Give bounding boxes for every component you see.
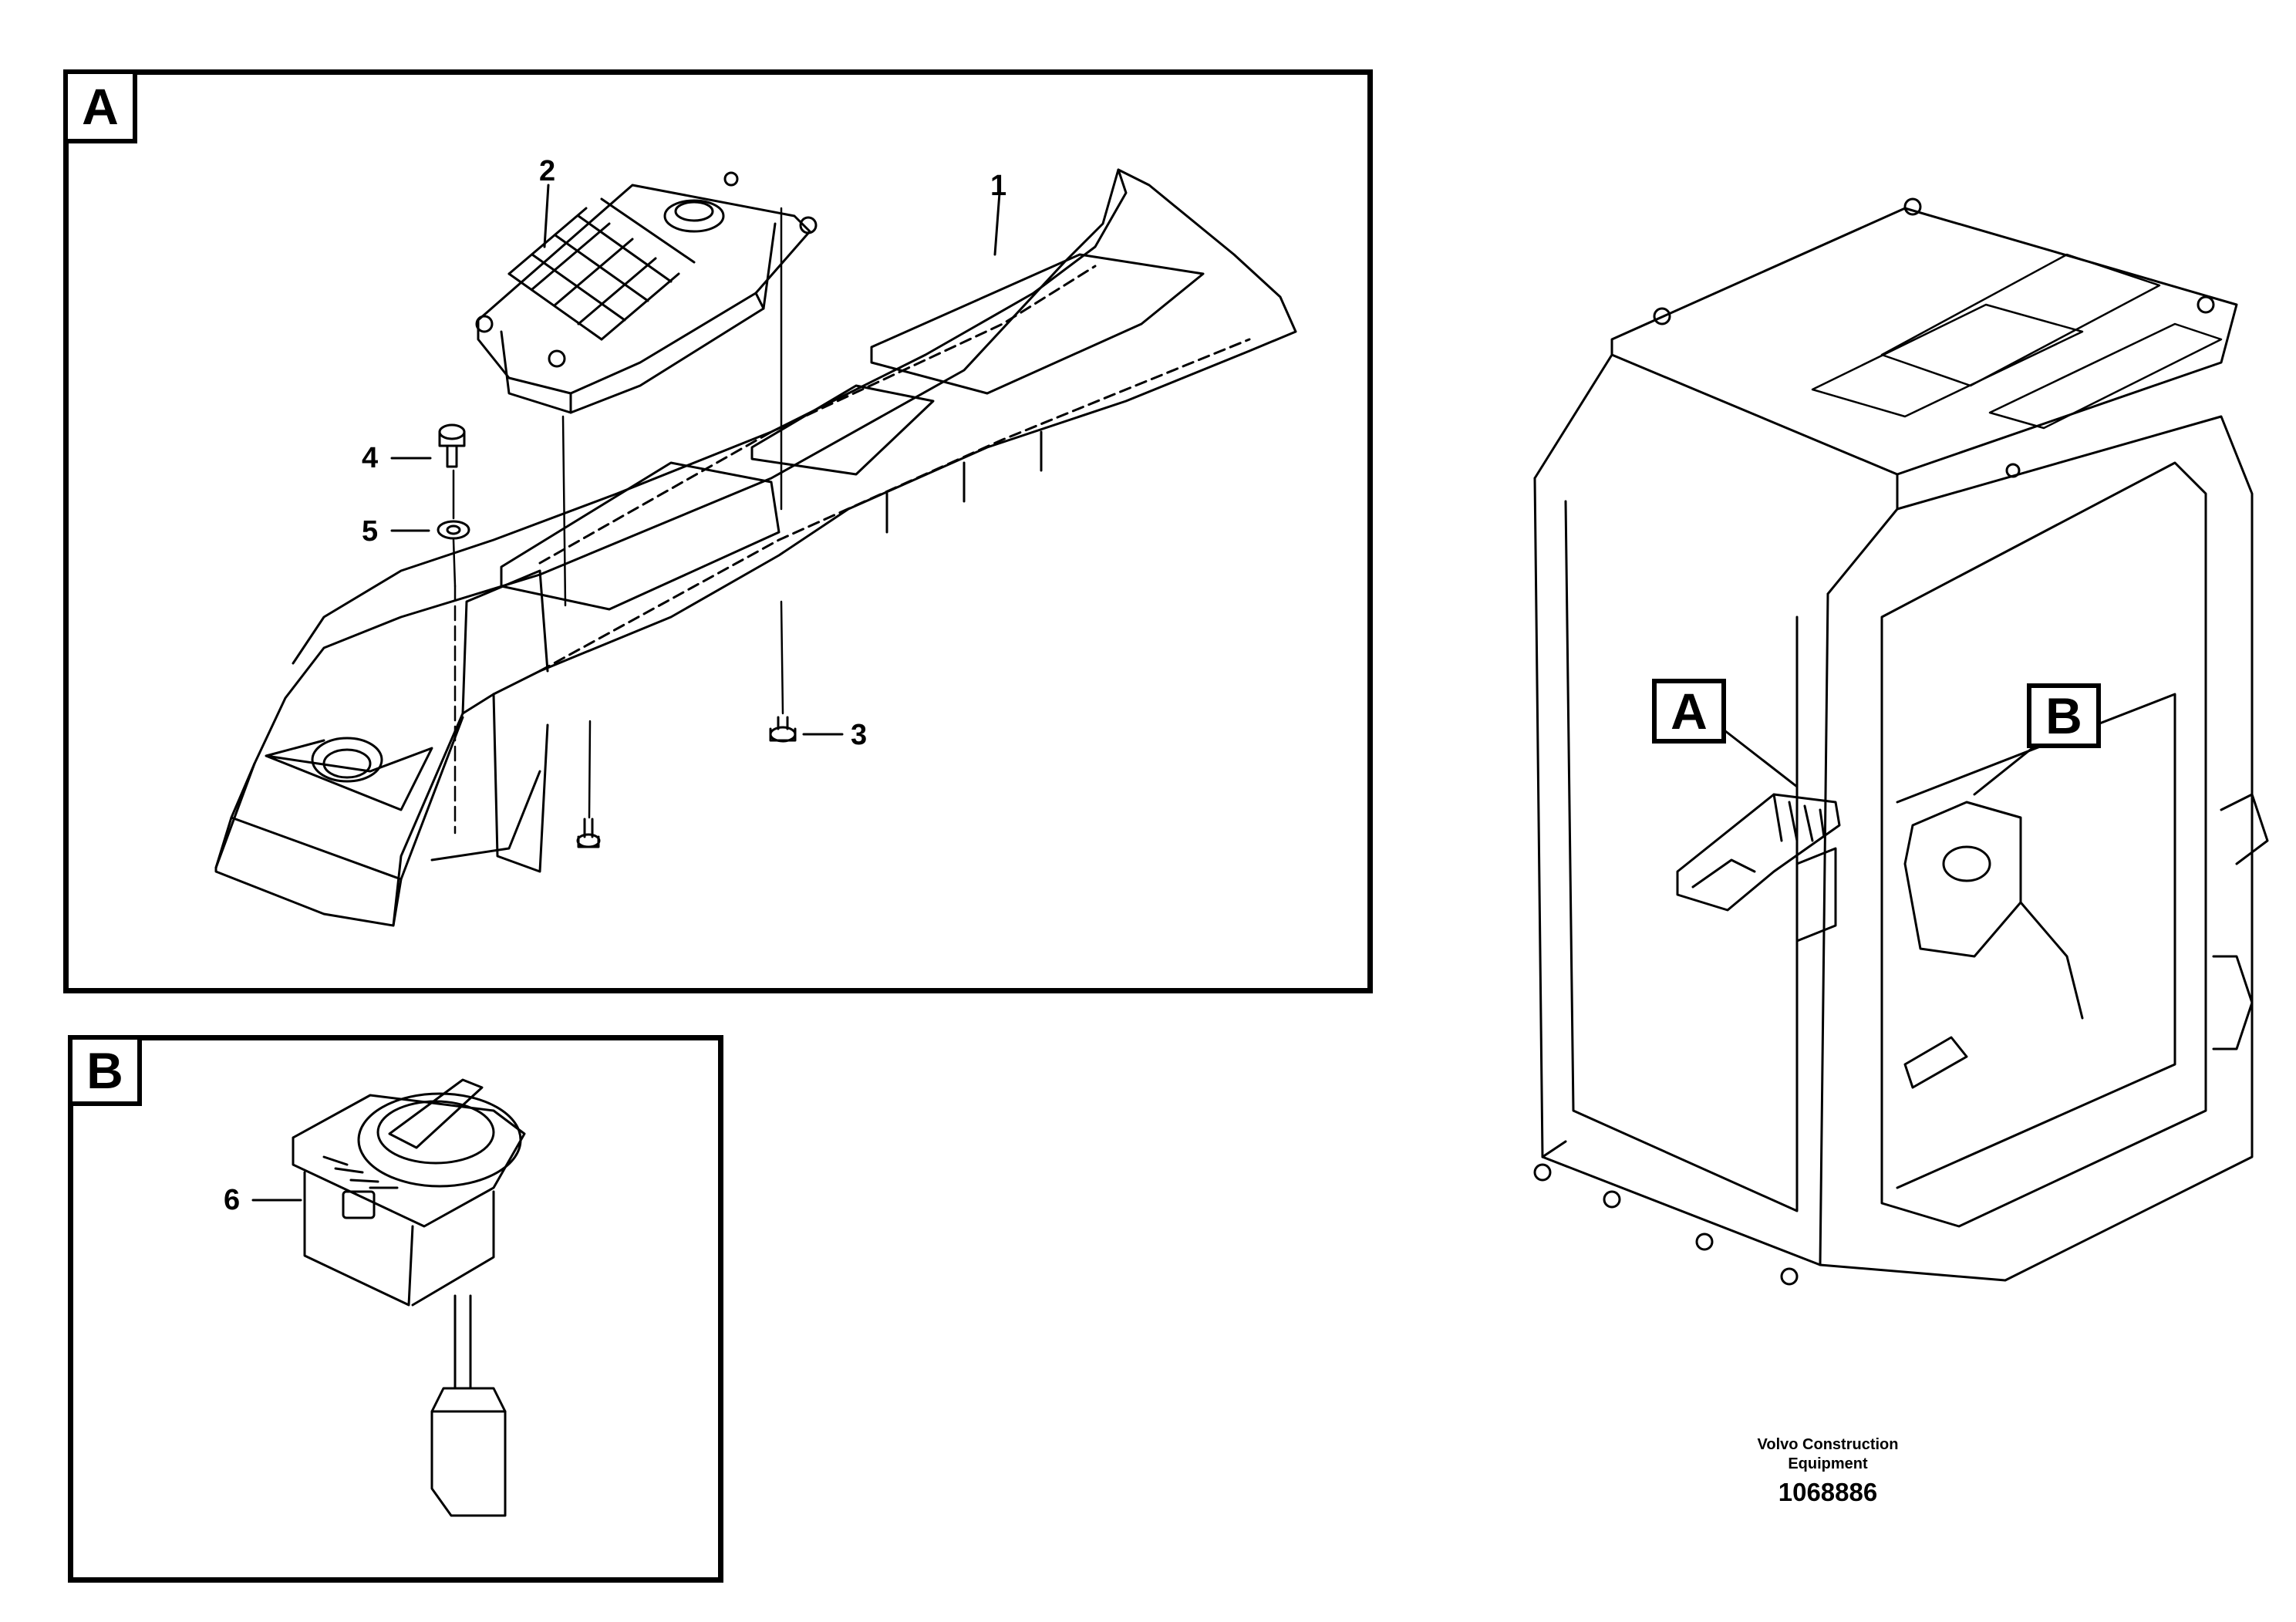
leader-line-cab-a xyxy=(1723,729,1799,788)
panel-b-label: B xyxy=(68,1035,142,1106)
callout-1: 1 xyxy=(990,170,1007,202)
armrest-console-part xyxy=(214,168,1297,927)
rotary-switch-part xyxy=(292,1078,526,1517)
panel-a-label: A xyxy=(63,69,137,143)
drawing-number: 1068886 xyxy=(1778,1478,1878,1506)
detail-panel-b xyxy=(68,1035,723,1583)
callout-6: 6 xyxy=(224,1184,241,1216)
company-line-1: Volvo Construction xyxy=(1757,1436,1899,1453)
company-line-2: Equipment xyxy=(1788,1455,1868,1472)
callout-2: 2 xyxy=(539,155,556,187)
leader-lines-a xyxy=(390,184,1001,736)
callout-5: 5 xyxy=(362,515,379,548)
lower-screw xyxy=(576,818,601,848)
washer-part-5 xyxy=(437,520,470,540)
switch-panel-part xyxy=(475,171,818,414)
cab-tag-a: A xyxy=(1652,679,1726,744)
callout-3: 3 xyxy=(851,719,868,751)
assembly-lines xyxy=(452,207,784,835)
cab-tag-b: B xyxy=(2027,683,2101,748)
leader-line-cab-b xyxy=(1973,737,2045,796)
screw-part-4 xyxy=(438,423,466,468)
cab-overview-drawing xyxy=(1533,197,2269,1286)
detail-panel-a xyxy=(63,69,1373,993)
screw-part-3 xyxy=(769,716,797,743)
callout-4: 4 xyxy=(362,442,379,474)
